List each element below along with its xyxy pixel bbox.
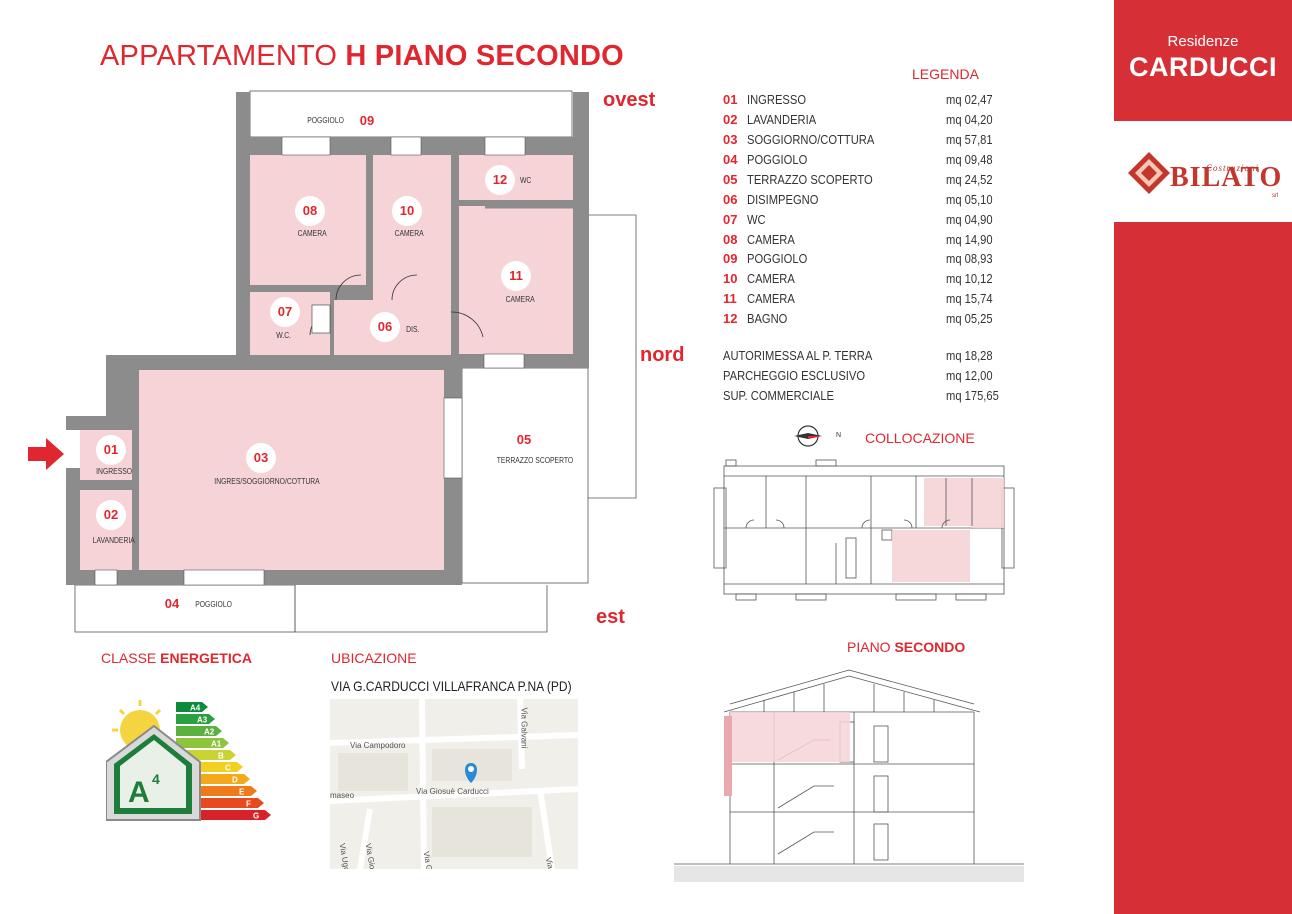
location-heading: UBICAZIONE <box>331 650 417 666</box>
collocazione-heading: COLLOCAZIONE <box>865 430 975 446</box>
direction-east: est <box>596 606 625 628</box>
energy-scale-label: A2 <box>204 728 215 737</box>
bilato-logo-icon <box>1128 152 1170 194</box>
room-09-number: 09 <box>359 113 375 128</box>
energy-scale-label: G <box>253 812 259 821</box>
energy-class-sup: 4 <box>152 771 160 787</box>
energy-scale-label: A4 <box>190 704 201 713</box>
logo-srl: srl <box>1272 193 1279 199</box>
room-01-label: INGRESSO <box>96 467 133 476</box>
location-map: Via Campodoro Via Giosuè Carducci maseo … <box>330 699 578 869</box>
room-06-label: DIS. <box>406 325 420 334</box>
energy-scale-bar <box>176 702 208 712</box>
energy-scale-bar <box>176 726 222 736</box>
logo-subtitle: Costruzioni <box>1206 163 1260 173</box>
room-05-label: TERRAZZO SCOPERTO <box>496 456 574 465</box>
room-06-number: 06 <box>370 312 400 342</box>
room-02-number: 02 <box>96 500 126 530</box>
logo-name: BILATO <box>1170 162 1283 193</box>
legend-title: LEGENDA <box>912 66 979 82</box>
building-section-drawing <box>674 669 1024 882</box>
energy-scale-label: A1 <box>211 740 222 749</box>
room-07-label: W.C. <box>276 331 292 340</box>
energy-scale-bar <box>176 738 229 748</box>
energy-scale-bar <box>176 714 215 724</box>
room-04-label: POGGIOLO <box>195 600 232 609</box>
page-title: APPARTAMENTO H PIANO SECONDO <box>100 40 624 72</box>
room-07-number: 07 <box>270 297 300 327</box>
room-10-label: CAMERA <box>394 229 424 238</box>
energy-scale-label: C <box>225 764 231 773</box>
energy-scale-label: A3 <box>197 716 208 725</box>
direction-west: ovest <box>603 89 656 111</box>
room-11-number: 11 <box>501 261 531 291</box>
floor-plan <box>28 90 637 633</box>
address-text: VIA G.CARDUCCI VILLAFRANCA P.NA (PD) <box>331 678 572 694</box>
brand-name: CARDUCCI <box>1129 52 1277 82</box>
building-location-plan <box>713 459 1015 601</box>
map-street-label: maseo <box>330 791 355 800</box>
brand-header <box>1114 0 1292 121</box>
compass-icon <box>794 425 822 447</box>
room-12-number: 12 <box>485 165 515 195</box>
room-10-number: 10 <box>392 196 422 226</box>
room-04-number: 04 <box>164 596 180 611</box>
compass-n-label: N <box>836 432 842 439</box>
room-09-label: POGGIOLO <box>307 116 344 125</box>
map-street-label: Via Campodoro <box>350 741 406 750</box>
energy-class-heading: CLASSE ENERGETICA <box>101 650 252 666</box>
room-11-label: CAMERA <box>505 295 535 304</box>
room-03-label: INGRES/SOGGIORNO/COTTURA <box>214 477 320 486</box>
energy-scale-label: B <box>218 752 224 761</box>
room-08-label: CAMERA <box>297 229 327 238</box>
sidebar-panel <box>1114 222 1292 914</box>
energy-scale-label: F <box>246 800 251 809</box>
room-01-number: 01 <box>96 435 126 465</box>
energy-scale-label: E <box>239 788 245 797</box>
direction-north: nord <box>640 344 685 366</box>
room-03-number: 03 <box>246 443 276 473</box>
brand-line1: Residenze <box>1167 33 1239 50</box>
section-heading: PIANO SECONDO <box>847 639 966 655</box>
room-12-label: WC <box>519 176 532 185</box>
energy-scale-label: D <box>232 776 238 785</box>
room-08-number: 08 <box>295 196 325 226</box>
room-05-number: 05 <box>516 432 532 447</box>
energy-class-letter: A <box>128 776 150 809</box>
map-street-label: Via Galvani <box>519 707 529 749</box>
room-02-label: LAVANDERIA <box>92 536 135 545</box>
map-street-label: Via Giosuè Carducci <box>416 787 489 796</box>
